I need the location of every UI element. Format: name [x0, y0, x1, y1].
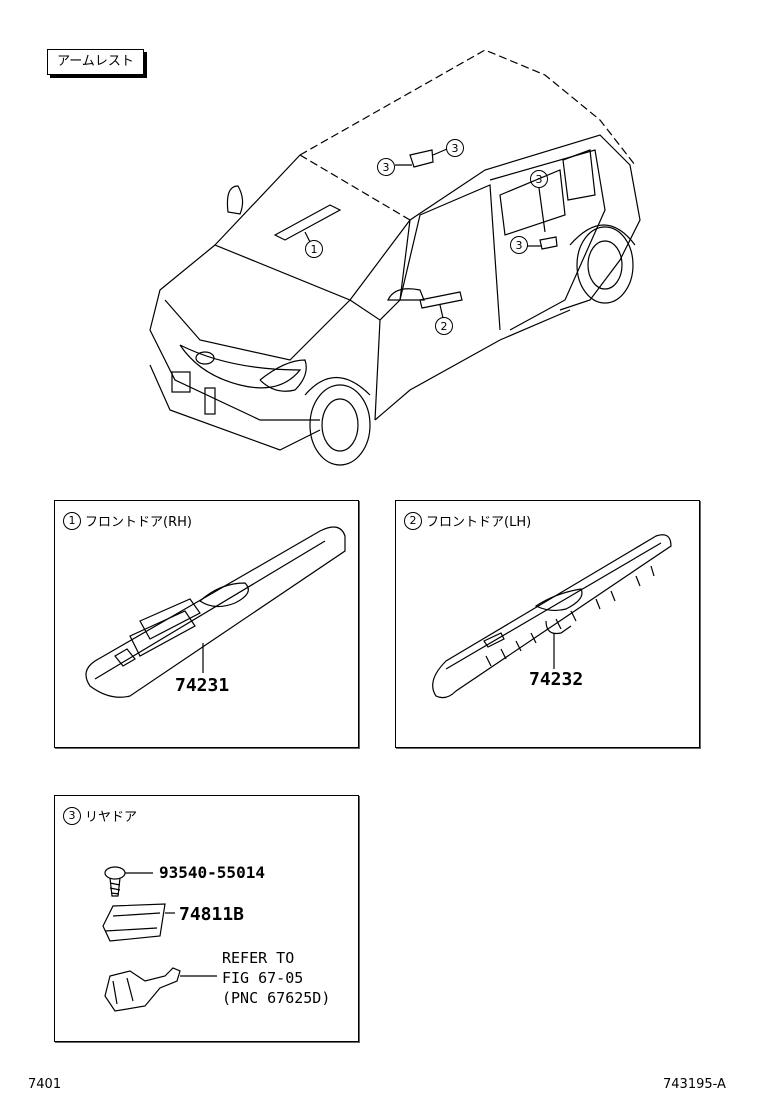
callout-3: 3	[530, 170, 548, 188]
panel-rear-door: 3 リヤドア 93540-55014 74811B REFER TO FIG 6…	[54, 795, 359, 1042]
part-number-74811b: 74811B	[179, 904, 245, 925]
part-number-74231: 74231	[175, 675, 230, 696]
panel-number: 3	[63, 806, 81, 825]
panel-label: 2 フロントドア(LH)	[404, 511, 531, 530]
refer-line: FIG 67-05	[222, 969, 304, 987]
panel-number: 1	[63, 511, 81, 530]
panel-title: フロントドア(RH)	[85, 515, 192, 530]
car-overview-illustration	[149, 49, 641, 466]
panel-label: 1 フロントドア(RH)	[63, 511, 192, 530]
refer-line: REFER TO	[222, 949, 295, 967]
panel-number: 2	[404, 511, 422, 530]
refer-note: REFER TO FIG 67-05 (PNC 67625D)	[222, 948, 330, 1008]
panel-title: リヤドア	[85, 810, 138, 825]
part-number-93540-55014: 93540-55014	[159, 863, 265, 882]
armrest-lh-illustration	[432, 534, 672, 699]
panel-title: フロントドア(LH)	[426, 515, 532, 530]
callout-3: 3	[446, 139, 464, 157]
footer-left-code: 7401	[28, 1077, 62, 1092]
callout-3: 3	[510, 236, 528, 254]
section-title: アームレスト	[47, 49, 144, 75]
part-number-74232: 74232	[529, 669, 584, 690]
panel-front-door-lh: 2 フロントドア(LH) 74232	[395, 500, 700, 748]
armrest-rh-illustration	[85, 526, 346, 698]
panel-label: 3 リヤドア	[63, 806, 137, 825]
callout-1: 1	[305, 240, 323, 258]
footer-right-code: 743195-A	[663, 1077, 726, 1092]
callout-3: 3	[377, 158, 395, 176]
callout-2: 2	[435, 317, 453, 335]
refer-line: (PNC 67625D)	[222, 989, 331, 1007]
rear-door-parts-illustration	[102, 866, 217, 1012]
panel-front-door-rh: 1 フロントドア(RH) 74231	[54, 500, 359, 748]
